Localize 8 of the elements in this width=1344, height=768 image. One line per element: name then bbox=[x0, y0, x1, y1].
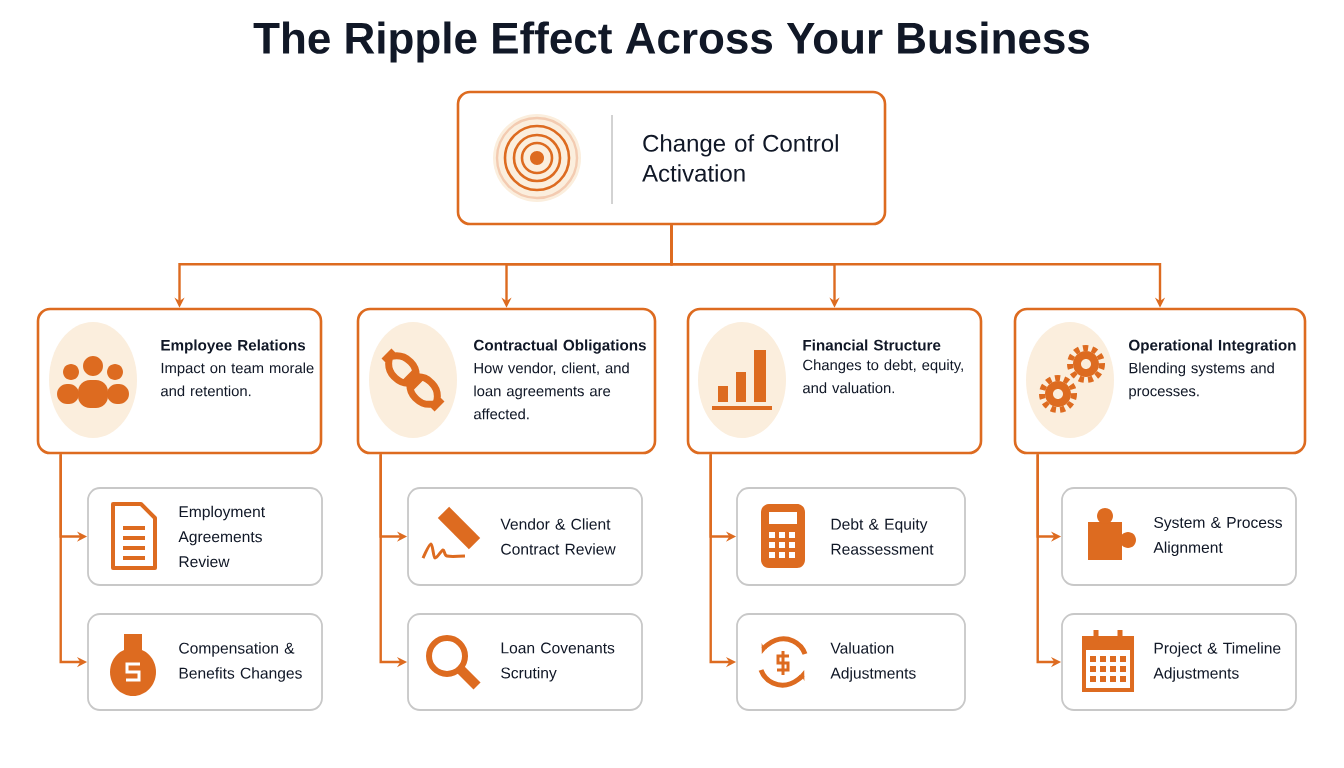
title: The Ripple Effect Across Your Business bbox=[253, 21, 1090, 63]
task-box: Project & Timeline Adjustments bbox=[1061, 613, 1297, 711]
task-box: Vendor & Client Contract Review bbox=[407, 487, 643, 586]
task-box: Loan Covenants Scrutiny bbox=[407, 613, 643, 711]
task-box: Employment Agreements Review bbox=[87, 487, 323, 586]
task-box: Compensation & Benefits Changes bbox=[87, 613, 323, 711]
task-box: System & Process Alignment bbox=[1061, 487, 1297, 586]
task-box: Valuation Adjustments bbox=[736, 613, 966, 711]
